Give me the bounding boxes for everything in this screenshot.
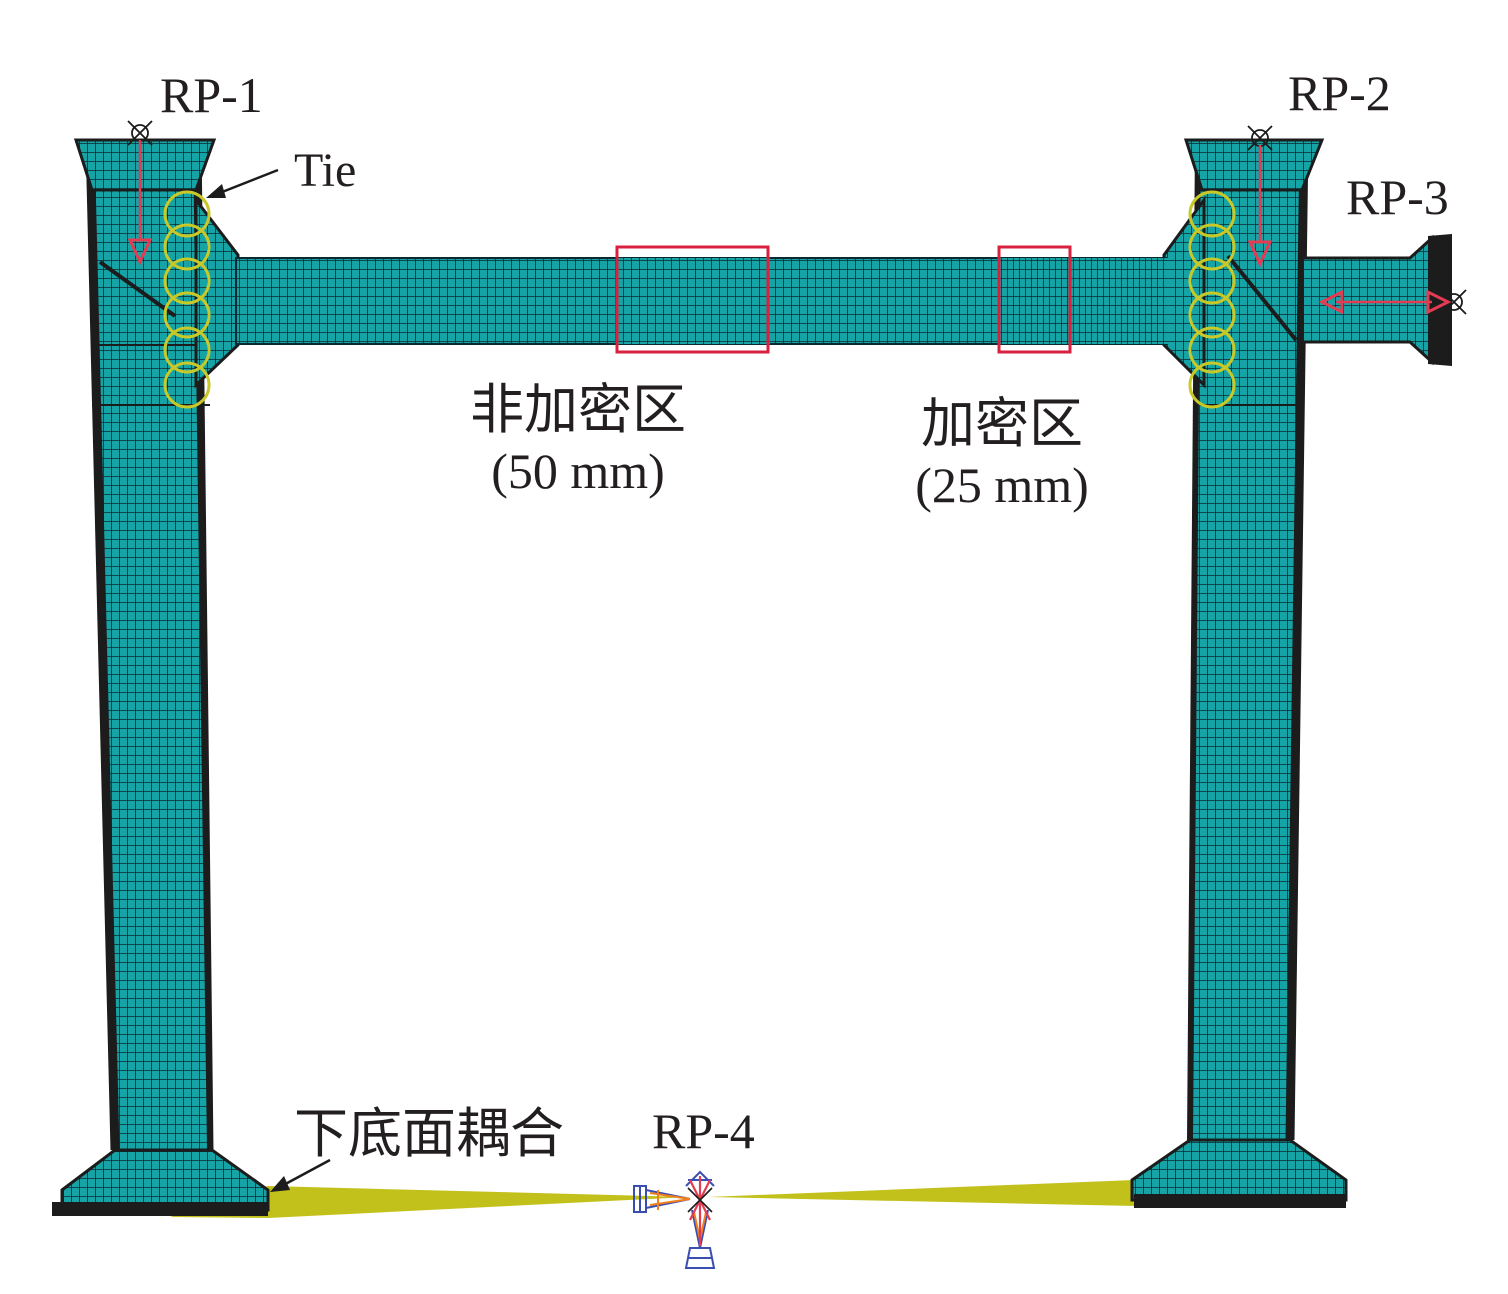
left-column bbox=[52, 138, 270, 1216]
right-column bbox=[1130, 138, 1452, 1208]
rp2-label: RP-2 bbox=[1288, 65, 1391, 121]
rp4-label: RP-4 bbox=[652, 1103, 755, 1159]
rp3-label: RP-3 bbox=[1346, 169, 1449, 225]
tie-leader bbox=[206, 168, 279, 198]
beam-mid-segment bbox=[616, 258, 770, 344]
right-column-shaft bbox=[1188, 138, 1306, 1142]
bottom-coupling-label: 下底面耦合 bbox=[294, 1104, 564, 1164]
beam-fine-segment bbox=[998, 258, 1168, 344]
fine-zone-label: 加密区 bbox=[921, 394, 1083, 454]
left-base-plate bbox=[52, 1202, 268, 1216]
right-end-plate bbox=[1428, 234, 1452, 366]
right-base-plate bbox=[1134, 1194, 1346, 1208]
tie-rings-left bbox=[163, 190, 211, 409]
right-beam-bracket bbox=[1162, 195, 1206, 389]
left-top-cap bbox=[73, 138, 217, 192]
tie-label: Tie bbox=[294, 144, 356, 197]
left-base-plinth bbox=[60, 1148, 270, 1212]
fine-mesh-size: (25 mm) bbox=[915, 457, 1089, 513]
coupling-right-wedge bbox=[708, 1180, 1136, 1206]
coarse-zone-box bbox=[615, 245, 770, 354]
coarse-mesh-size: (50 mm) bbox=[491, 443, 665, 499]
rp3-load-arrow bbox=[1318, 289, 1452, 315]
tie-rings-right bbox=[1188, 190, 1236, 409]
bottom-coupling bbox=[170, 1180, 1136, 1218]
rp2-load-arrow bbox=[1247, 145, 1273, 268]
fine-zone-box bbox=[997, 245, 1072, 354]
rp1-label: RP-1 bbox=[160, 67, 263, 123]
coupling-left-wedge bbox=[170, 1186, 690, 1218]
coarse-zone-label: 非加密区 bbox=[470, 380, 686, 440]
right-base-plinth bbox=[1130, 1138, 1348, 1202]
right-loading-stub bbox=[1300, 234, 1434, 366]
coupling-leader bbox=[270, 1158, 331, 1192]
beam bbox=[235, 257, 1168, 345]
rp4-constraint-icon bbox=[633, 1170, 716, 1269]
rp1-load-arrow bbox=[127, 140, 153, 266]
right-top-cap bbox=[1183, 138, 1325, 192]
